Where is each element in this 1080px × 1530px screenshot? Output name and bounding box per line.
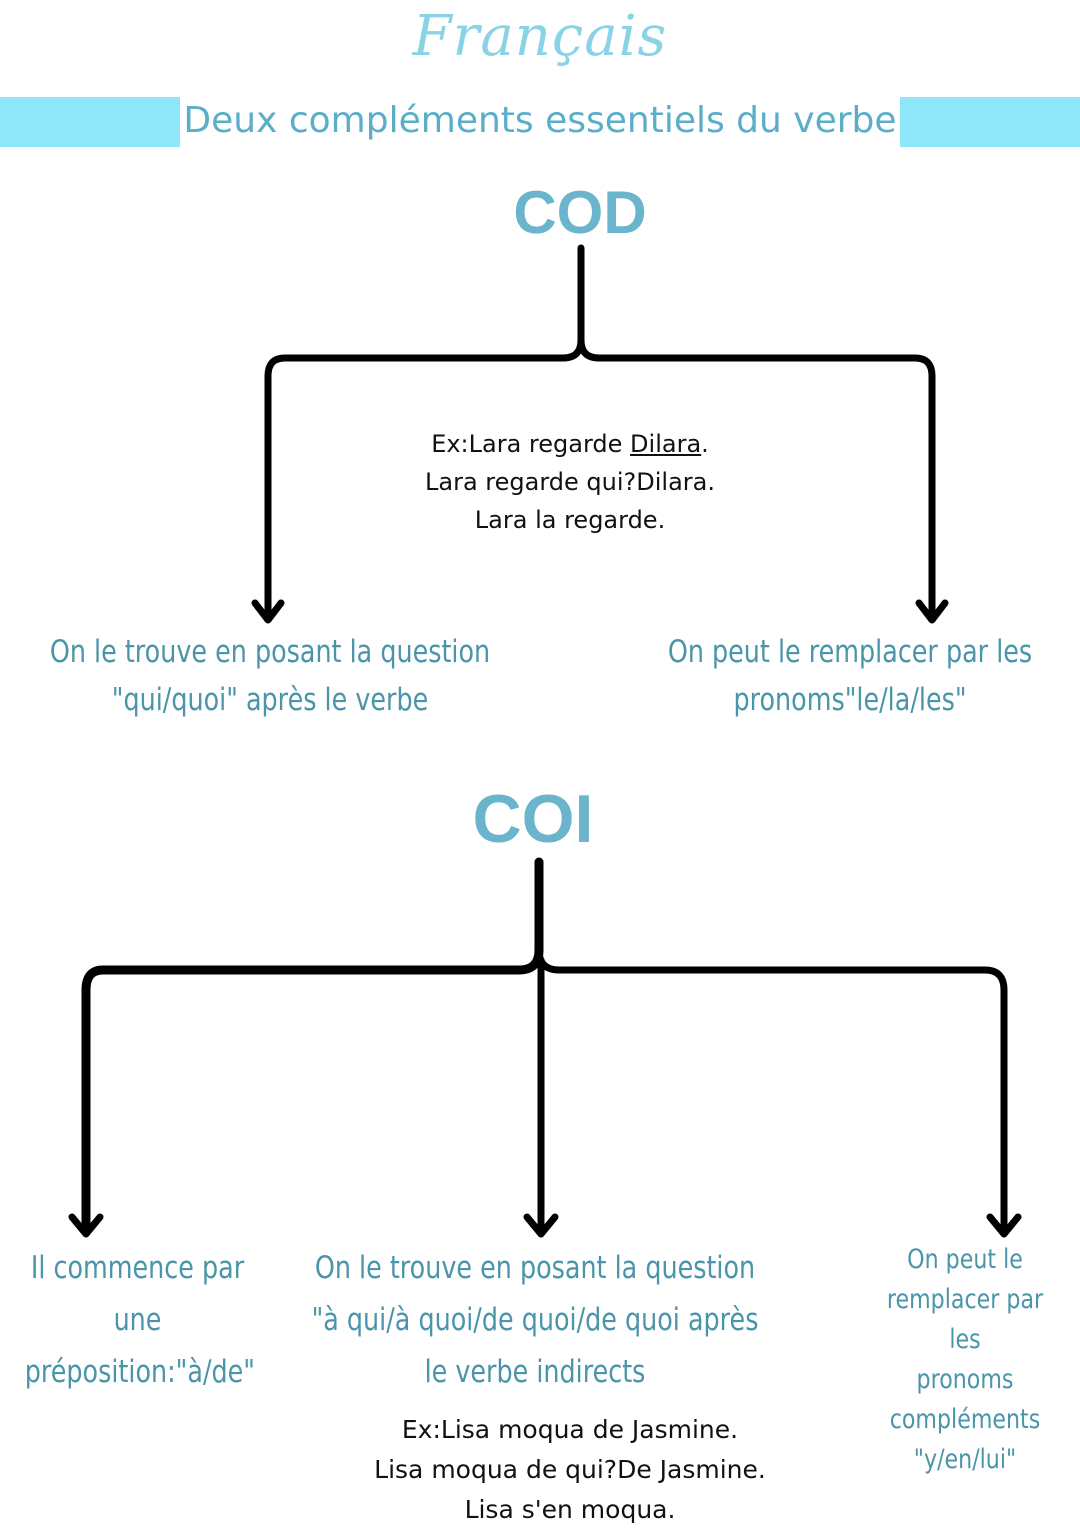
page-subtitle: Deux compléments essentiels du verbe [183, 100, 897, 141]
coi-heading: COI [472, 781, 594, 857]
coi-right-note: On peut le remplacer par les pronoms com… [871, 1240, 1060, 1480]
coi-example: Ex:Lisa moqua de Jasmine. Lisa moqua de … [320, 1410, 820, 1530]
cod-example-line-3: Lara la regarde. [474, 506, 666, 534]
page-title: Français [412, 4, 668, 69]
coi-right-arrowhead [986, 1213, 1022, 1238]
coi-left-note-line-1: Il commence par [30, 1250, 245, 1286]
cod-example-underlined: Dilara [630, 430, 702, 458]
cod-right-note-line-1: On peut le remplacer par les [667, 634, 1033, 670]
coi-left-note-line-2: une [113, 1302, 162, 1338]
cod-example-line-1: Ex:Lara regarde Dilara. [340, 425, 800, 463]
cod-left-arrowhead [251, 599, 285, 624]
cod-heading: COD [513, 179, 647, 246]
cod-left-note: On le trouve en posant la question "qui/… [49, 628, 492, 724]
coi-example-line-2: Lisa moqua de qui?De Jasmine. [374, 1455, 766, 1484]
cod-example-line-2: Lara regarde qui?Dilara. [425, 468, 715, 496]
coi-left-note: Il commence par une préposition:"à/de" [24, 1242, 255, 1398]
coi-right-note-line-4: compléments [889, 1404, 1041, 1435]
cod-left-note-line-2: "qui/quoi" après le verbe [111, 682, 429, 718]
cod-example: Ex:Lara regarde Dilara. Lara regarde qui… [340, 425, 800, 539]
coi-right-note-line-1: On peut le [907, 1244, 1023, 1275]
coi-right-branch [535, 946, 1008, 1236]
cod-right-arrowhead [915, 599, 949, 624]
coi-example-line-3: Lisa s'en moqua. [464, 1495, 676, 1524]
coi-left-note-line-3: préposition:"à/de" [24, 1354, 255, 1390]
coi-middle-note-line-3: le verbe indirects [424, 1354, 646, 1390]
coi-right-note-line-5: "y/en/lui" [913, 1444, 1017, 1475]
coi-middle-note-line-1: On le trouve en posant la question [314, 1250, 756, 1286]
cod-right-branch [577, 336, 936, 622]
coi-right-note-line-2: remplacer par les [886, 1284, 1044, 1355]
title-band-left [0, 97, 180, 147]
title-band-right [900, 97, 1080, 147]
coi-middle-note: On le trouve en posant la question "à qu… [301, 1242, 768, 1398]
cod-right-note-line-2: pronoms"le/la/les" [733, 682, 967, 718]
coi-left-arrowhead [68, 1213, 104, 1238]
coi-right-note-line-3: pronoms [916, 1364, 1014, 1395]
coi-stem-line [81, 857, 544, 1237]
coi-middle-arrowhead [523, 1213, 559, 1238]
cod-right-note: On peut le remplacer par les pronoms"le/… [661, 628, 1038, 724]
coi-example-line-1: Ex:Lisa moqua de Jasmine. [401, 1415, 739, 1444]
cod-example-prefix: Ex:Lara regarde [431, 430, 631, 458]
coi-middle-note-line-2: "à qui/à quoi/de quoi/de quoi après [311, 1302, 759, 1338]
cod-example-suffix: . [701, 430, 709, 458]
cod-left-note-line-1: On le trouve en posant la question [49, 634, 491, 670]
